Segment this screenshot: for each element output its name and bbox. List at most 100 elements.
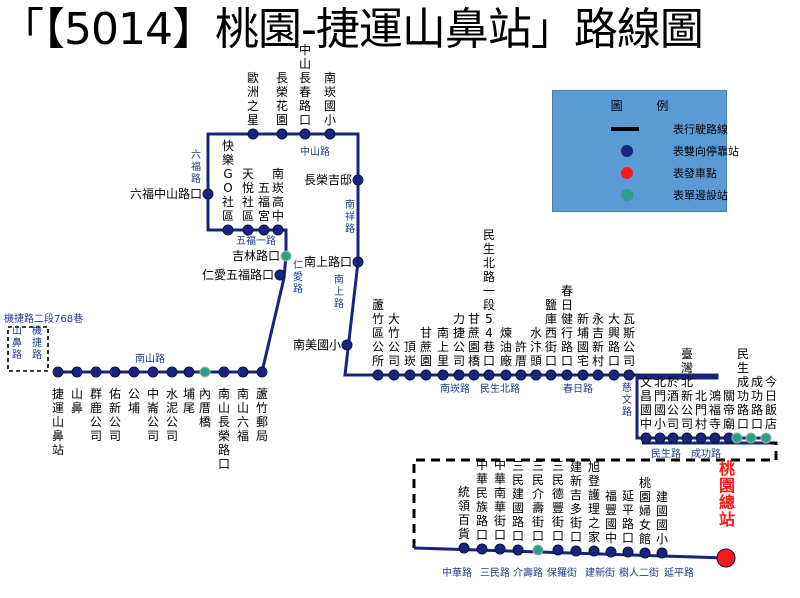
stop-dot[interactable] — [109, 366, 121, 378]
road-label: 民生北路 — [480, 382, 520, 395]
stop-dot[interactable] — [128, 366, 140, 378]
stop-dot[interactable] — [605, 546, 617, 558]
stop-dot[interactable] — [280, 250, 292, 262]
stop-dot[interactable] — [709, 432, 721, 444]
stop-label: 中華南華街口 — [494, 457, 506, 542]
single-side-stop-icon — [621, 189, 633, 201]
stop-dot[interactable] — [218, 366, 230, 378]
stop-dot[interactable] — [202, 188, 214, 200]
stop-dot[interactable] — [515, 369, 527, 381]
legend-label: 表行駛路線 — [673, 123, 728, 136]
stop-dot[interactable] — [500, 369, 512, 381]
stop-dot[interactable] — [667, 432, 679, 444]
stop-label: 力捷公司 — [453, 312, 465, 368]
stop-label: 甘蔗園 — [420, 326, 432, 368]
stop-label: 民生成功路口 — [737, 347, 749, 431]
stop-dot[interactable] — [237, 366, 249, 378]
stop-dot[interactable] — [52, 366, 64, 378]
stop-dot[interactable] — [256, 366, 268, 378]
stop-dot[interactable] — [494, 543, 506, 555]
stop-dot[interactable] — [760, 432, 772, 444]
legend-label: 表發車點 — [673, 167, 717, 180]
stop-dot[interactable] — [453, 369, 465, 381]
stop-label: 關帝廟 — [723, 389, 735, 431]
stop-dot[interactable] — [681, 432, 693, 444]
stop-dot[interactable] — [388, 369, 400, 381]
road-label: 南祥路 — [345, 198, 355, 235]
stop-dot[interactable] — [561, 369, 573, 381]
stop-dot[interactable] — [695, 432, 707, 444]
stop-dot[interactable] — [640, 432, 652, 444]
stop-dot[interactable] — [242, 224, 254, 236]
stop-dot[interactable] — [90, 366, 102, 378]
stop-dot[interactable] — [147, 366, 159, 378]
stop-dot[interactable] — [545, 369, 557, 381]
stop-dot[interactable] — [512, 544, 524, 556]
stop-dot[interactable] — [352, 256, 364, 268]
stop-dot[interactable] — [199, 366, 211, 378]
stop-label: 六福中山路口 — [130, 186, 202, 201]
stop-dot[interactable] — [247, 128, 259, 140]
stop-dot[interactable] — [476, 543, 488, 555]
stop-label: 公埔 — [128, 387, 140, 415]
stop-dot[interactable] — [639, 547, 651, 559]
road-label: 六福路 — [191, 149, 201, 185]
stop-dot[interactable] — [276, 128, 288, 140]
stop-dot[interactable] — [483, 369, 495, 381]
stop-label: 蘆竹區公所 — [372, 298, 384, 368]
road-label: 仁愛路 — [293, 259, 303, 295]
stop-dot[interactable] — [166, 366, 178, 378]
stop-dot[interactable] — [608, 369, 620, 381]
stop-dot[interactable] — [420, 369, 432, 381]
stop-label: 蘆竹郵局 — [256, 387, 268, 443]
stop-label: 許厝 — [515, 340, 527, 368]
road-label: 中山路 — [300, 145, 330, 158]
stop-label: 長榮花園 — [276, 71, 288, 127]
stop-dot[interactable] — [530, 369, 542, 381]
stop-label: 於酒公司 — [667, 374, 679, 431]
stop-dot[interactable] — [623, 369, 635, 381]
stop-label: 建新吉多街口 — [570, 460, 582, 544]
terminal-stop-dot[interactable] — [716, 548, 736, 568]
stop-dot[interactable] — [258, 224, 270, 236]
stop-label: 南山長榮路口 — [218, 386, 230, 471]
stop-label: 瓦斯公司 — [623, 312, 635, 368]
stop-label: 水汴頭 — [530, 326, 542, 368]
stop-dot[interactable] — [588, 545, 600, 557]
stop-dot[interactable] — [577, 369, 589, 381]
stop-dot[interactable] — [437, 369, 449, 381]
stop-dot[interactable] — [324, 128, 336, 140]
stop-dot[interactable] — [654, 432, 666, 444]
stop-dot[interactable] — [731, 432, 743, 444]
stop-dot[interactable] — [745, 432, 757, 444]
stop-dot[interactable] — [592, 369, 604, 381]
legend-label: 表單邊設站 — [673, 189, 728, 202]
road-label: 三民路 — [480, 566, 510, 579]
stop-dot[interactable] — [341, 339, 353, 351]
stop-dot[interactable] — [532, 544, 544, 556]
stop-dot[interactable] — [274, 269, 286, 281]
stop-label: 新埔國宅 — [577, 311, 589, 368]
stop-dot[interactable] — [272, 224, 284, 236]
stop-dot[interactable] — [183, 366, 195, 378]
stop-dot[interactable] — [570, 545, 582, 557]
stop-label: 捷運山鼻站 — [52, 387, 64, 457]
stop-dot[interactable] — [458, 542, 470, 554]
stop-label: 南崁高中 — [272, 166, 284, 223]
stop-dot[interactable] — [404, 369, 416, 381]
stop-dot[interactable] — [656, 547, 668, 559]
stop-dot[interactable] — [552, 544, 564, 556]
stop-dot[interactable] — [622, 546, 634, 558]
stop-label: 五福宮 — [258, 181, 270, 223]
road-label: 南山路 — [135, 352, 165, 365]
stop-dot[interactable] — [352, 174, 364, 186]
stop-dot[interactable] — [299, 128, 311, 140]
stop-dot[interactable] — [71, 366, 83, 378]
stop-label: 內厝橋 — [199, 387, 211, 429]
stop-dot[interactable] — [222, 224, 234, 236]
stop-dot[interactable] — [372, 369, 384, 381]
stop-label: 文昌國中 — [640, 374, 652, 431]
stop-dot[interactable] — [468, 369, 480, 381]
